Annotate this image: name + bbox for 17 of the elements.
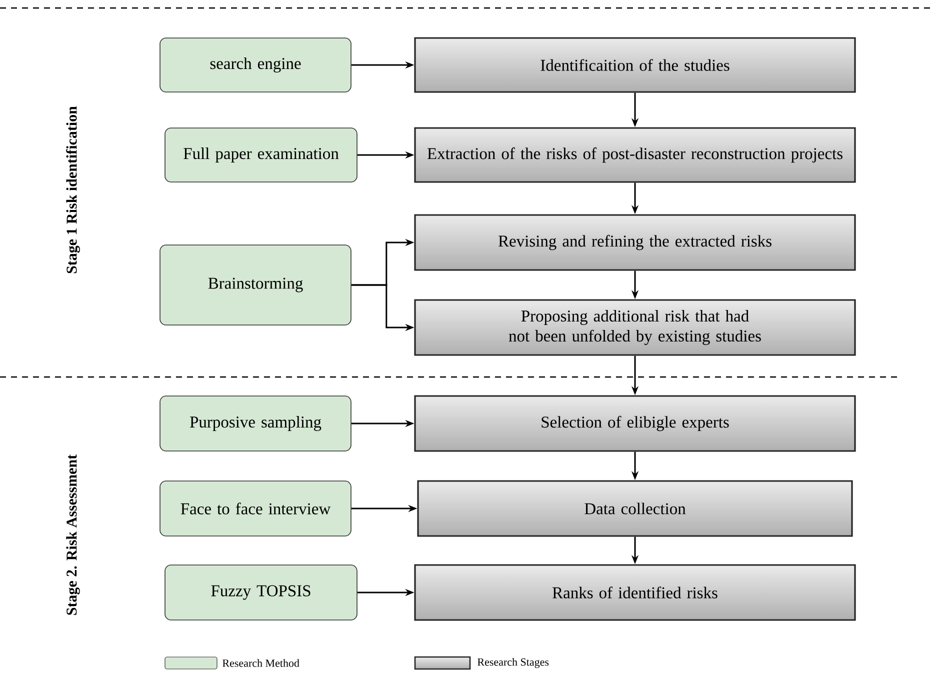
stage-label: Stage 1 Risk identification	[66, 106, 80, 274]
stage-box: Proposing additional risk that had not been unfolded by existing studies	[414, 299, 856, 356]
method-box: Brainstorming	[160, 244, 352, 326]
method-box: search engine	[160, 38, 352, 92]
method-box: Fuzzy TOPSIS	[164, 564, 358, 620]
method-box: Full paper examination	[164, 128, 358, 182]
stage-box: Ranks of identified risks	[414, 564, 856, 621]
legend-label: Research Method	[222, 659, 300, 667]
stage-box: Selection of elibigle experts	[414, 395, 856, 452]
stage-box: Extraction of the risks of post-disaster reconstruction projects	[414, 127, 856, 183]
stage-box: Revising and refining the extracted risks	[414, 214, 856, 271]
method-box: Face to face interview	[160, 480, 352, 536]
stage-box: Data collection	[417, 480, 853, 537]
method-box: Purposive sampling	[160, 396, 352, 452]
stage-box: Identificaition of the studies	[414, 37, 856, 93]
legend-label: Research Stages	[478, 658, 549, 668]
stage-label: Stage 2. Risk Assessment	[66, 454, 80, 615]
